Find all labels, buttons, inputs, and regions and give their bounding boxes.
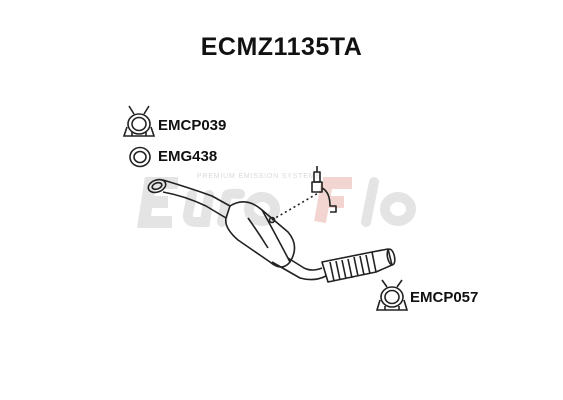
watermark-letter-f — [314, 177, 352, 224]
watermark-letter-l — [361, 177, 379, 227]
part-label-emg438: EMG438 — [158, 148, 218, 165]
watermark-tagline: PREMIUM EMISSION SYSTEMS — [197, 173, 321, 180]
part-label-emcp039: EMCP039 — [158, 117, 227, 134]
watermark-letter-o2 — [380, 192, 416, 226]
clamp-icon-2 — [375, 279, 409, 311]
watermark-letter-o — [244, 192, 280, 226]
catalytic-converter — [147, 166, 396, 283]
part-number-title: ECMZ1135TA — [200, 33, 363, 61]
watermark-letter-e — [137, 177, 178, 228]
watermark-letter-u — [182, 190, 214, 227]
watermark-logo: PREMIUM EMISSION SYSTEMS — [137, 173, 416, 228]
part-label-emcp057: EMCP057 — [410, 289, 479, 306]
clamp-icon — [122, 105, 156, 137]
watermark-letter-r — [217, 188, 245, 227]
gasket-icon — [129, 146, 151, 168]
